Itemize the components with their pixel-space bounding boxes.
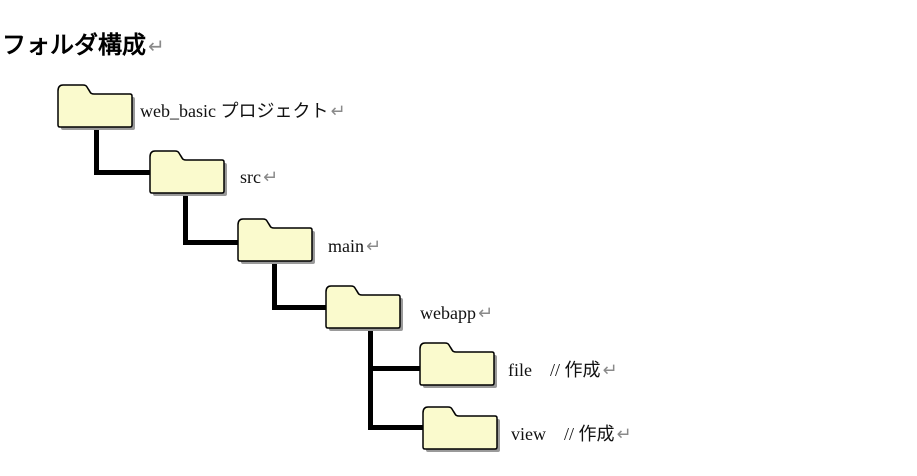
folder-shape [325,285,401,329]
connector-webapp-view-horizontal [368,425,424,430]
folder-shape [237,218,313,262]
folder-icon [422,406,500,452]
folder-label-webbasic: web_basic プロジェクト↵ [140,101,346,121]
folder-label-text: view // 作成 [511,424,615,444]
page-title-text: フォルダ構成 [2,32,146,59]
folder-label-text: webapp [420,303,476,323]
folder-icon [325,285,403,331]
line-break-mark: ↵ [330,101,346,121]
connector-src-main-vertical [183,194,188,245]
folder-label-src: src↵ [240,167,278,187]
line-break-mark: ↵ [477,303,494,323]
line-break-mark: ↵ [148,36,165,58]
folder-label-text: main [328,236,364,256]
folder-label-view: view // 作成↵ [511,424,632,444]
folder-icon [57,84,135,130]
folder-label-file: file // 作成↵ [508,360,618,380]
folder-shape [149,150,225,194]
connector-webbasic-src-vertical [94,128,99,175]
folder-shape [422,406,498,450]
folder-label-webapp: webapp↵ [420,303,493,323]
folder-label-main: main↵ [328,236,381,256]
folder-label-text: file // 作成 [508,360,601,380]
folder-shape [419,342,495,386]
line-break-mark: ↵ [602,360,618,380]
connector-src-main-horizontal [183,240,239,245]
page-title: フォルダ構成↵ [2,25,165,60]
folder-shape [57,84,133,128]
connector-webapp-children-vertical [368,329,373,430]
connector-webapp-file-horizontal [368,366,421,371]
connector-webbasic-src-horizontal [94,170,150,175]
folder-label-text: web_basic プロジェクト [140,101,329,121]
folder-label-text: src [240,167,261,187]
line-break-mark: ↵ [263,167,279,187]
line-break-mark: ↵ [366,236,382,256]
connector-main-webapp-vertical [272,262,277,310]
connector-main-webapp-horizontal [272,305,327,310]
folder-icon [419,342,497,388]
folder-icon [237,218,315,264]
folder-icon [149,150,227,196]
line-break-mark: ↵ [616,424,632,444]
